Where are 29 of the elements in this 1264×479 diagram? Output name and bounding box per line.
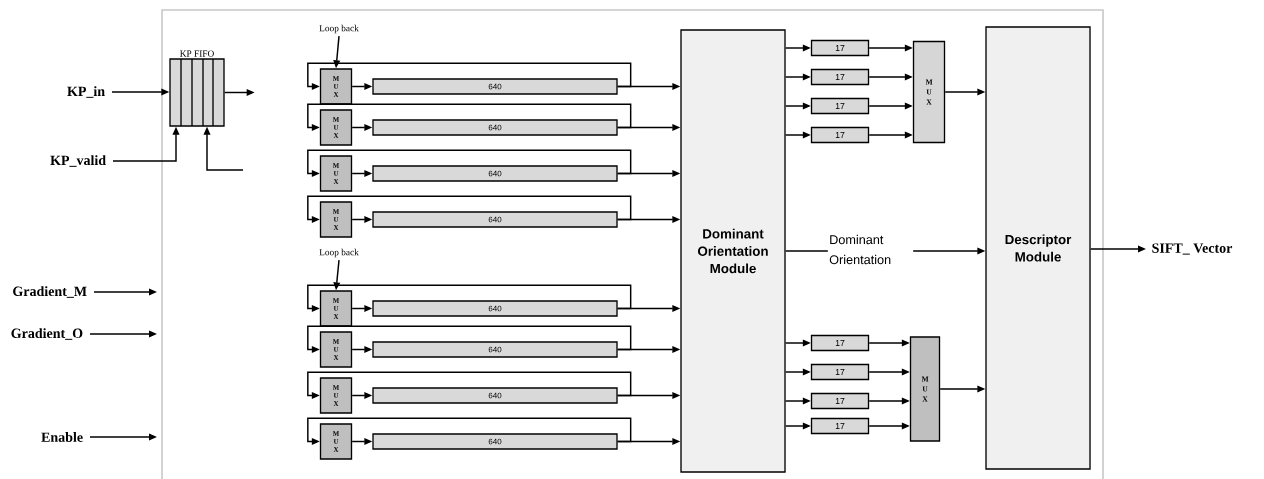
register-box: 17	[810, 97, 870, 115]
signal-label: KP_in	[67, 86, 105, 98]
shift-register: 640	[372, 300, 618, 317]
signal-label: SIFT_ Vector	[1152, 243, 1233, 255]
shift-register: 640	[372, 387, 618, 404]
register-box: 17	[810, 417, 870, 435]
signal-label: Loop back	[319, 248, 359, 258]
register-box: 17	[810, 68, 870, 86]
register-box: 17	[810, 392, 870, 410]
shift-register: 640	[372, 165, 618, 182]
signal-label: Loop back	[319, 24, 359, 34]
shift-register: 640	[372, 341, 618, 358]
shift-register: 640	[372, 119, 618, 136]
signal-label: KP_valid	[50, 155, 106, 167]
module-box: Descriptor Module	[985, 26, 1091, 470]
node-label: KP FIFO	[180, 50, 214, 57]
shift-register: 640	[372, 78, 618, 95]
edge-label: Dominant Orientation	[827, 233, 914, 266]
fifo-buffer: KP FIFO	[169, 50, 225, 127]
register-box: 17	[810, 334, 870, 352]
signal-label: Gradient_O	[11, 328, 83, 340]
register-box: 17	[810, 126, 870, 144]
register-box: 17	[810, 363, 870, 381]
shift-register: 640	[372, 433, 618, 450]
register-box: 17	[810, 39, 870, 57]
signal-label: Gradient_M	[13, 286, 87, 298]
shift-register: 640	[372, 211, 618, 228]
module-box: Dominant Orientation Module	[680, 29, 786, 473]
signal-label: Enable	[41, 432, 83, 442]
